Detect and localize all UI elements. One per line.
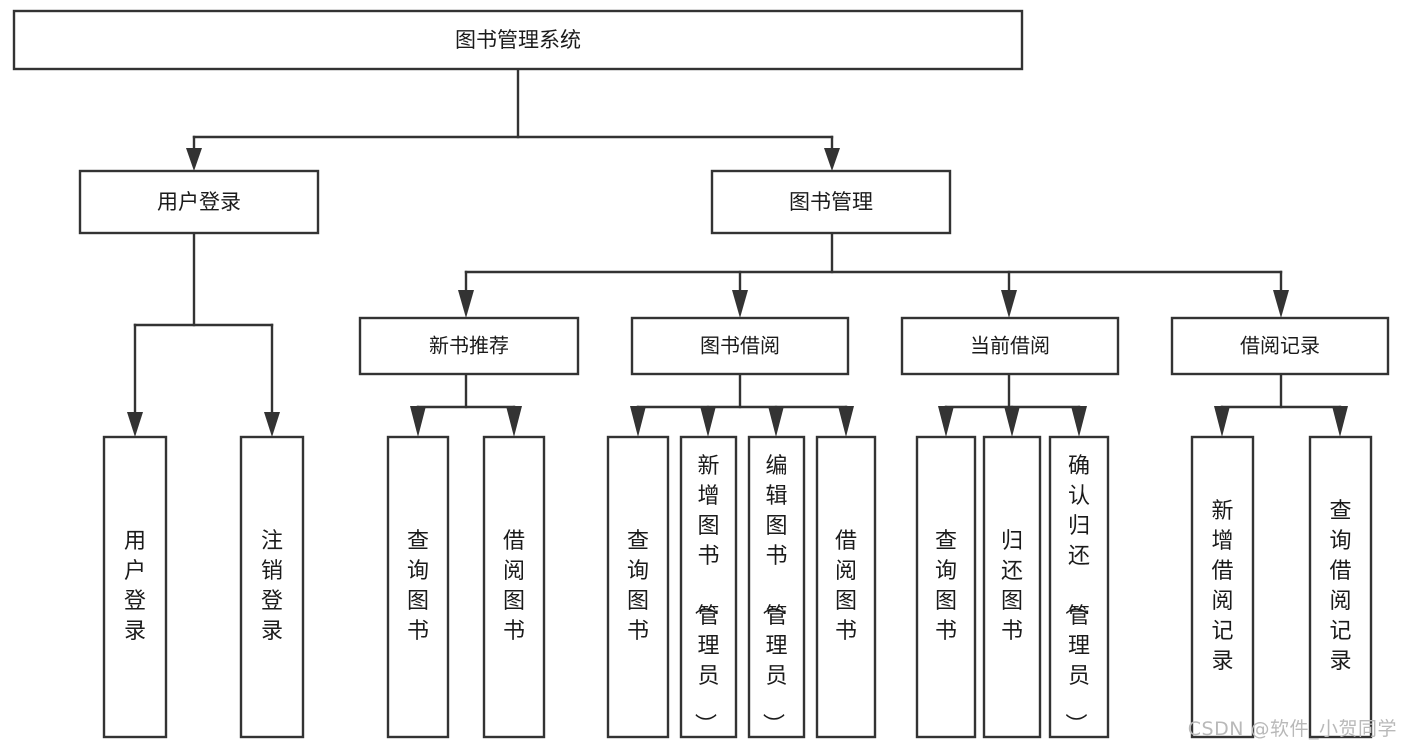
leaf-edit-book-admin-label: 编辑图书（管理员） — [759, 454, 787, 735]
node-new-book-recommend-box[interactable] — [358, 316, 580, 376]
node-user-login-box[interactable] — [78, 169, 320, 235]
csdn-watermark: CSDN @软件_小贺同学 — [1187, 718, 1397, 740]
leaf-add-book-admin[interactable]: 新增图书（管理员） — [679, 435, 738, 739]
arrow-to-book-borrow — [732, 290, 748, 318]
node-current-borrow-box[interactable] — [900, 316, 1120, 376]
arrow-leaf-user-login — [127, 412, 143, 437]
arrow-bb-leaf2 — [700, 406, 716, 437]
node-root-box[interactable] — [12, 9, 1024, 71]
leaf-query-borrow-record-box[interactable] — [1308, 435, 1373, 739]
leaf-query-book-bb-label: 查询图书 — [627, 529, 649, 644]
node-current-borrow[interactable]: 当前借阅 — [900, 316, 1120, 376]
connector-layer — [127, 67, 1348, 437]
arrow-to-borrow-record — [1273, 290, 1289, 318]
leaf-edit-book-admin[interactable]: 编辑图书（管理员） — [747, 435, 806, 739]
arrow-cb-leaf2 — [1004, 406, 1020, 437]
node-book-manage-box[interactable] — [710, 169, 952, 235]
leaf-borrow-book-bb-box[interactable] — [815, 435, 877, 739]
leaf-user-login[interactable]: 用户登录 — [102, 435, 168, 739]
node-book-borrow-label: 图书借阅 — [700, 334, 780, 358]
node-user-login[interactable]: 用户登录 — [78, 169, 320, 235]
leaf-return-book-box[interactable] — [982, 435, 1042, 739]
node-current-borrow-label: 当前借阅 — [970, 334, 1050, 358]
leaf-add-borrow-record-label: 新增借阅记录 — [1211, 499, 1233, 674]
leaf-borrow-book-nb-label: 借阅图书 — [503, 529, 525, 644]
arrow-bb-leaf1 — [630, 406, 646, 437]
leaf-borrow-book-nb[interactable]: 借阅图书 — [482, 435, 546, 739]
node-book-manage-label: 图书管理 — [789, 190, 873, 214]
arrow-to-user-login — [186, 148, 202, 171]
leaf-query-book-bb[interactable]: 查询图书 — [606, 435, 670, 739]
node-book-manage[interactable]: 图书管理 — [710, 169, 952, 235]
arrow-to-current-borrow — [1001, 290, 1017, 318]
leaf-edit-book-admin-box[interactable] — [747, 435, 806, 739]
leaf-query-book-bb-box[interactable] — [606, 435, 670, 739]
leaf-confirm-return-admin-box[interactable] — [1048, 435, 1110, 739]
leaf-query-borrow-record[interactable]: 查询借阅记录 — [1308, 435, 1373, 739]
leaf-query-book-nb-label: 查询图书 — [407, 529, 429, 644]
node-new-book-recommend-label: 新书推荐 — [429, 334, 509, 358]
node-book-borrow[interactable]: 图书借阅 — [630, 316, 850, 376]
leaf-logout-label: 注销登录 — [261, 529, 283, 644]
node-user-login-label: 用户登录 — [157, 190, 241, 214]
leaf-query-book-cb-box[interactable] — [915, 435, 977, 739]
arrow-to-book-manage — [824, 148, 840, 171]
leaf-return-book-label: 归还图书 — [1001, 529, 1023, 644]
leaf-query-book-cb-label: 查询图书 — [935, 529, 957, 644]
leaf-logout[interactable]: 注销登录 — [239, 435, 305, 739]
leaf-query-book-nb[interactable]: 查询图书 — [386, 435, 450, 739]
node-root-label: 图书管理系统 — [455, 28, 581, 52]
leaf-query-book-nb-box[interactable] — [386, 435, 450, 739]
leaf-borrow-book-nb-box[interactable] — [482, 435, 546, 739]
arrow-cb-leaf1 — [938, 406, 954, 437]
leaf-user-login-label: 用户登录 — [124, 529, 146, 644]
leaf-node-layer: 用户登录 注销登录 查询图书 借阅图书 查询图书 新增图书（管理员） 编辑图书（管理员） 借阅… — [102, 435, 1373, 739]
leaf-add-borrow-record-box[interactable] — [1190, 435, 1255, 739]
arrow-cb-leaf3 — [1071, 406, 1087, 437]
leaf-add-borrow-record[interactable]: 新增借阅记录 — [1190, 435, 1255, 739]
arrow-bb-leaf4 — [838, 406, 854, 437]
arrow-br-leaf1 — [1214, 406, 1230, 437]
leaf-confirm-return-admin[interactable]: 确认归还（管理员） — [1048, 435, 1110, 739]
leaf-query-borrow-record-label: 查询借阅记录 — [1329, 499, 1351, 674]
arrow-nb-leaf2 — [506, 406, 522, 437]
node-borrow-record[interactable]: 借阅记录 — [1170, 316, 1390, 376]
arrow-to-new-book — [458, 290, 474, 318]
node-book-borrow-box[interactable] — [630, 316, 850, 376]
node-borrow-record-box[interactable] — [1170, 316, 1390, 376]
arrow-nb-leaf1 — [410, 406, 426, 437]
leaf-user-login-box[interactable] — [102, 435, 168, 739]
arrow-bb-leaf3 — [768, 406, 784, 437]
node-new-book-recommend[interactable]: 新书推荐 — [358, 316, 580, 376]
arrow-leaf-logout — [264, 412, 280, 437]
leaf-query-book-cb[interactable]: 查询图书 — [915, 435, 977, 739]
leaf-logout-box[interactable] — [239, 435, 305, 739]
leaf-add-book-admin-box[interactable] — [679, 435, 738, 739]
leaf-borrow-book-bb-label: 借阅图书 — [835, 529, 857, 644]
leaf-add-book-admin-label: 新增图书（管理员） — [691, 454, 719, 735]
leaf-confirm-return-admin-label: 确认归还（管理员） — [1062, 454, 1090, 735]
leaf-return-book[interactable]: 归还图书 — [982, 435, 1042, 739]
arrow-br-leaf2 — [1332, 406, 1348, 437]
leaf-borrow-book-bb[interactable]: 借阅图书 — [815, 435, 877, 739]
node-root[interactable]: 图书管理系统 — [12, 9, 1024, 71]
node-borrow-record-label: 借阅记录 — [1240, 334, 1320, 358]
